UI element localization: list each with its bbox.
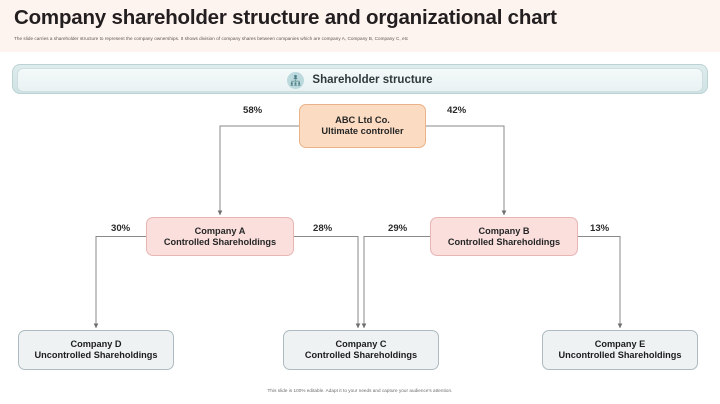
edge-label-root-company-b: 42% bbox=[447, 105, 467, 116]
node-label-line1: Company B bbox=[478, 225, 530, 236]
edge-company-a-company-d bbox=[93, 236, 146, 329]
title-band: Company shareholder structure and organi… bbox=[0, 0, 720, 52]
edge-company-a-company-c bbox=[294, 236, 361, 329]
org-hierarchy-people-icon bbox=[287, 71, 305, 89]
node-company-a[interactable]: Company A Controlled Shareholdings bbox=[146, 217, 294, 256]
node-label-line1: Company D bbox=[70, 339, 122, 350]
node-label-line1: Company A bbox=[194, 225, 246, 236]
section-header: Shareholder structure bbox=[17, 68, 703, 92]
edge-root-company-b bbox=[426, 125, 507, 216]
chart-area: Shareholder structure bbox=[0, 52, 720, 404]
node-label-line2: Controlled Shareholdings bbox=[447, 236, 561, 247]
page-title: Company shareholder structure and organi… bbox=[14, 6, 557, 29]
node-company-b[interactable]: Company B Controlled Shareholdings bbox=[430, 217, 578, 256]
edge-label-company-a-company-d: 30% bbox=[111, 223, 131, 234]
node-label-line1: Company E bbox=[594, 339, 646, 350]
node-label-line2: Controlled Shareholdings bbox=[304, 350, 418, 360]
node-label-line1: ABC Ltd Co. bbox=[335, 115, 390, 126]
node-abc-ltd-co[interactable]: ABC Ltd Co. Ultimate controller bbox=[299, 104, 426, 148]
node-label-line2: Ultimate controller bbox=[321, 126, 404, 136]
edge-label-company-b-company-c: 29% bbox=[388, 223, 408, 234]
edge-label-company-a-company-c: 28% bbox=[313, 223, 333, 234]
node-label-line2: Uncontrolled Shareholdings bbox=[34, 350, 158, 360]
edge-root-company-a bbox=[217, 125, 299, 216]
edge-label-company-b-company-e: 13% bbox=[590, 223, 610, 234]
edge-label-root-company-a: 58% bbox=[243, 105, 263, 116]
node-company-c[interactable]: Company C Controlled Shareholdings bbox=[283, 330, 439, 370]
edge-company-b-company-e bbox=[578, 236, 623, 329]
node-label-line1: Company C bbox=[335, 339, 387, 350]
section-title: Shareholder structure bbox=[312, 74, 433, 86]
page-subtitle: The slide carries a shareholder structur… bbox=[14, 36, 409, 41]
footer-note: This slide is 100% editable. Adapt it to… bbox=[267, 388, 453, 393]
node-label-line2: Uncontrolled Shareholdings bbox=[558, 350, 682, 360]
node-company-e[interactable]: Company E Uncontrolled Shareholdings bbox=[542, 330, 698, 370]
node-label-line2: Controlled Shareholdings bbox=[163, 236, 277, 247]
edge-company-b-company-c bbox=[361, 236, 430, 329]
node-company-d[interactable]: Company D Uncontrolled Shareholdings bbox=[18, 330, 174, 370]
